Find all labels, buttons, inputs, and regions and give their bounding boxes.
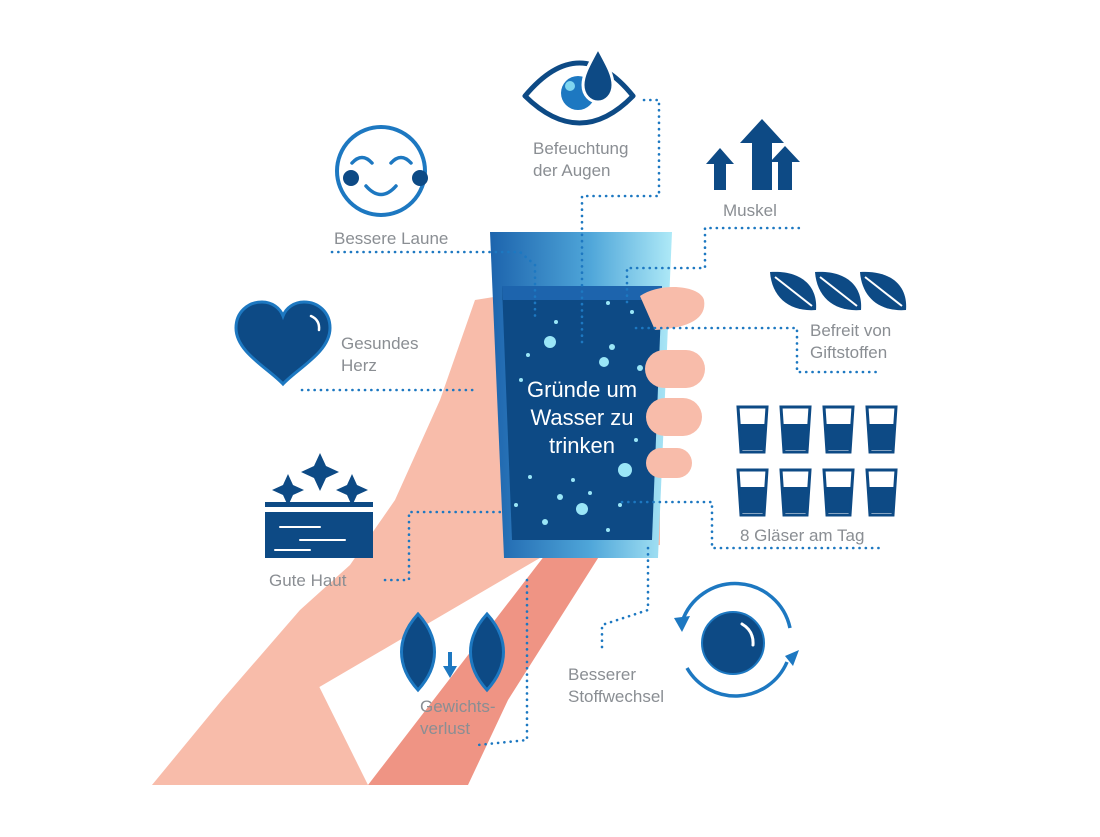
heart-icon bbox=[234, 300, 332, 387]
metabolism-cycle-icon bbox=[674, 581, 799, 698]
smiley-icon bbox=[335, 125, 428, 217]
fingers bbox=[640, 286, 705, 478]
glasses-label: 8 Gläser am Tag bbox=[740, 526, 865, 545]
mood-label: Bessere Laune bbox=[334, 229, 449, 248]
weight-label: Gewichts-verlust bbox=[420, 697, 496, 738]
glasses-grid-icon bbox=[736, 405, 898, 517]
weight-loss-icon bbox=[400, 611, 505, 693]
bubbles bbox=[514, 301, 643, 532]
muscle-label: Muskel bbox=[723, 201, 777, 220]
leaves-icon bbox=[770, 271, 907, 311]
skin-label: Gute Haut bbox=[269, 571, 347, 590]
connector-lines bbox=[300, 98, 885, 747]
skin-icon bbox=[265, 453, 373, 558]
eye-icon bbox=[522, 44, 636, 126]
arrows-up-icon bbox=[706, 119, 800, 190]
